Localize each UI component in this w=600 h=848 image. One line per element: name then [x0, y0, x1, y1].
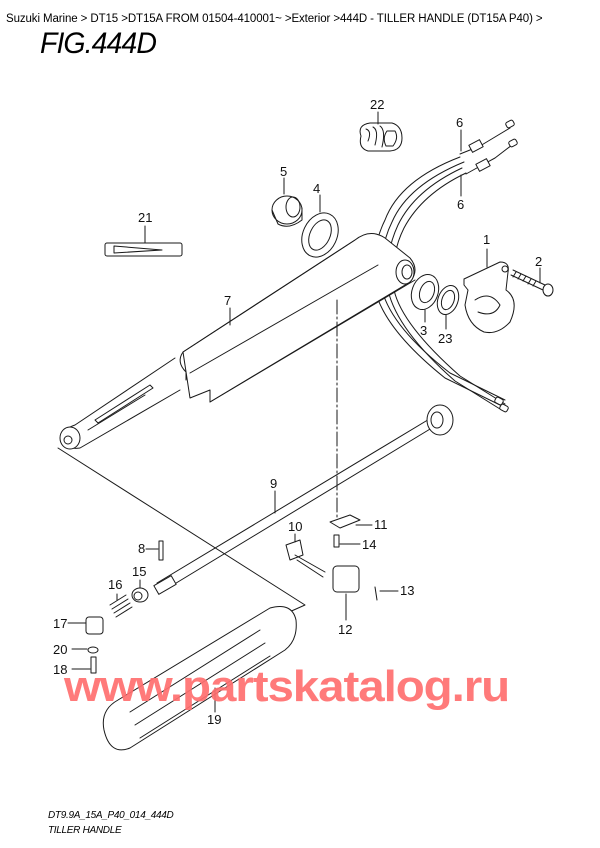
- part-21-decal[interactable]: [104, 225, 183, 257]
- part-17-nut[interactable]: [67, 616, 104, 635]
- callout-4: 4: [313, 181, 320, 196]
- breadcrumb-trailing-separator: >: [532, 13, 543, 25]
- part-2-bolt[interactable]: [510, 267, 554, 297]
- callout-15: 15: [132, 564, 146, 579]
- callout-6a: 6: [456, 115, 463, 130]
- part-18-screw[interactable]: [71, 656, 97, 674]
- part-20-washer[interactable]: [71, 646, 99, 654]
- part-9-throttle-shaft[interactable]: [153, 404, 454, 595]
- breadcrumb-dt15a-serial[interactable]: >DT15A FROM 01504-410001~: [118, 13, 282, 25]
- part-13-cotter-pin[interactable]: [374, 586, 399, 601]
- callout-22: 22: [370, 97, 384, 112]
- callout-20: 20: [53, 642, 67, 657]
- callout-3: 3: [420, 323, 427, 338]
- part-23-washer[interactable]: [433, 282, 462, 330]
- part-7-tiller-handle[interactable]: [59, 233, 416, 450]
- part-14-screw[interactable]: [333, 534, 361, 548]
- breadcrumb: Suzuki Marine > DT15 >DT15A FROM 01504-4…: [6, 13, 543, 25]
- callout-10: 10: [288, 519, 302, 534]
- breadcrumb-suzuki-marine[interactable]: Suzuki Marine: [6, 13, 78, 25]
- callout-2: 2: [535, 254, 542, 269]
- part-10-friction-adjuster[interactable]: [285, 533, 326, 578]
- callout-23: 23: [438, 331, 452, 346]
- callout-labels: 1 2 3 4 5 6 6 7 8 9 10 11 12 13 14 15 16…: [53, 97, 542, 727]
- callout-13: 13: [400, 583, 414, 598]
- breadcrumb-dt15[interactable]: > DT15: [77, 13, 119, 25]
- part-19-grip[interactable]: [102, 606, 297, 751]
- drawing-code: DT9.9A_15A_P40_014_444D: [48, 810, 174, 821]
- part-12-block[interactable]: [332, 565, 360, 621]
- part-15-collar[interactable]: [131, 579, 149, 603]
- part-4-washer[interactable]: [295, 194, 345, 263]
- part-3-bushing[interactable]: [407, 271, 444, 323]
- part-16-spring[interactable]: [109, 593, 133, 618]
- callout-6b: 6: [457, 197, 464, 212]
- part-5-bushing[interactable]: [271, 177, 303, 227]
- callout-11: 11: [374, 517, 388, 532]
- callout-17: 17: [53, 616, 67, 631]
- callout-5: 5: [280, 164, 287, 179]
- callout-16: 16: [108, 577, 122, 592]
- callout-1: 1: [483, 232, 490, 247]
- figure-title: FIG.444D: [40, 27, 157, 60]
- callout-12: 12: [338, 622, 352, 637]
- breadcrumb-444d-tiller-handle[interactable]: >444D - TILLER HANDLE (DT15A P40): [330, 13, 533, 25]
- callout-7: 7: [224, 293, 231, 308]
- part-8-pin[interactable]: [145, 540, 164, 561]
- callout-9: 9: [270, 476, 277, 491]
- drawing-name: TILLER HANDLE: [48, 825, 122, 836]
- callout-8: 8: [138, 541, 145, 556]
- part-11-plate[interactable]: [329, 514, 373, 529]
- callout-14: 14: [362, 537, 376, 552]
- callout-18: 18: [53, 662, 67, 677]
- part-22-grommet[interactable]: [359, 111, 403, 152]
- breadcrumb-exterior[interactable]: >Exterior: [281, 13, 331, 25]
- grip-outline-guide: [57, 447, 306, 626]
- part-1-cover[interactable]: [463, 248, 515, 333]
- callout-21: 21: [138, 210, 152, 225]
- callout-19: 19: [207, 712, 221, 727]
